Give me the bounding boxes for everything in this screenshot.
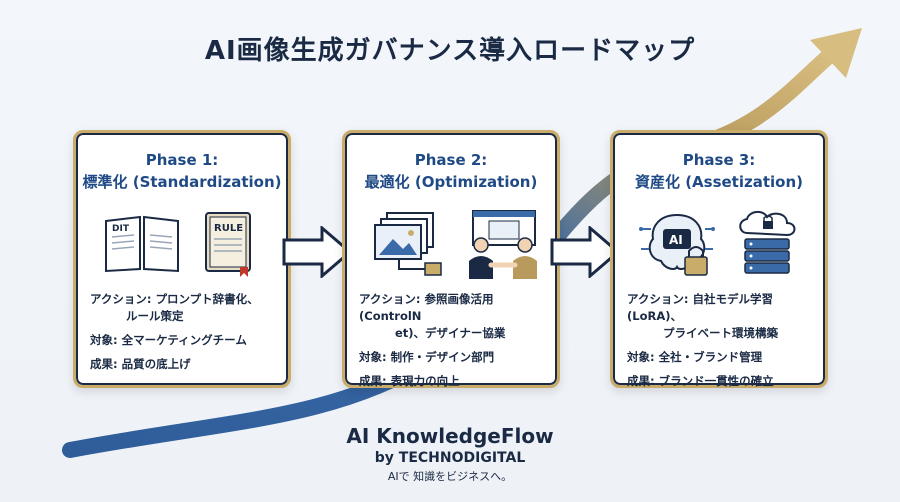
phase-3-heading: Phase 3:	[682, 151, 756, 169]
ai-brain-lock-icon: AI	[639, 213, 715, 276]
step-arrow-2	[550, 226, 620, 278]
phase-1-result: 成果: 品質の底上げ	[90, 357, 191, 371]
phase-3-result: 成果: ブランド一貫性の確立	[627, 374, 774, 388]
designer-handshake-icon	[469, 210, 537, 279]
phase-2-subheading: 最適化 (Optimization)	[364, 173, 538, 191]
phase-3-subheading: 資産化 (Assetization)	[634, 173, 804, 191]
open-book-icon: DIT	[105, 215, 179, 273]
book-label: DIT	[112, 224, 130, 234]
phase-card-2: Phase 2: 最適化 (Optimization) アクション: 参照画像活…	[342, 130, 560, 388]
phase-3-action: アクション: 自社モデル学習(LoRA)、プライベート環境構築	[627, 292, 778, 340]
cloud-server-icon	[739, 211, 796, 274]
ai-chip-label: AI	[669, 233, 683, 247]
phase-card-1: Phase 1: 標準化 (Standardization) DIT RULE …	[73, 130, 291, 388]
phase-2-heading: Phase 2:	[414, 151, 488, 169]
rule-label: RULE	[214, 223, 243, 234]
phase-2-target: 対象: 制作・デザイン部門	[359, 350, 495, 364]
brand-name: AI KnowledgeFlow	[346, 424, 554, 448]
page-title: AI画像生成ガバナンス導入ロードマップ	[204, 36, 696, 66]
reference-images-icon	[374, 212, 442, 276]
phase-1-action: アクション: プロンプト辞書化、ルール策定	[90, 292, 259, 323]
phase-3-target: 対象: 全社・ブランド管理	[627, 350, 763, 364]
brand-by: by TECHNODIGITAL	[374, 450, 526, 466]
phase-card-3: Phase 3: 資産化 (Assetization) AI アクション: 自社…	[610, 130, 828, 388]
phase-1-subheading: 標準化 (Standardization)	[82, 173, 282, 191]
brand-block: AI KnowledgeFlow by TECHNODIGITAL AIで 知識…	[0, 424, 900, 484]
step-arrow-1	[282, 226, 352, 278]
brand-tagline: AIで 知識をビジネスへ。	[387, 470, 513, 483]
phase-1-heading: Phase 1:	[145, 151, 219, 169]
rule-book-icon: RULE	[205, 212, 251, 277]
phase-2-result: 成果: 表現力の向上	[359, 374, 460, 388]
phase-1-target: 対象: 全マーケティングチーム	[90, 333, 247, 347]
